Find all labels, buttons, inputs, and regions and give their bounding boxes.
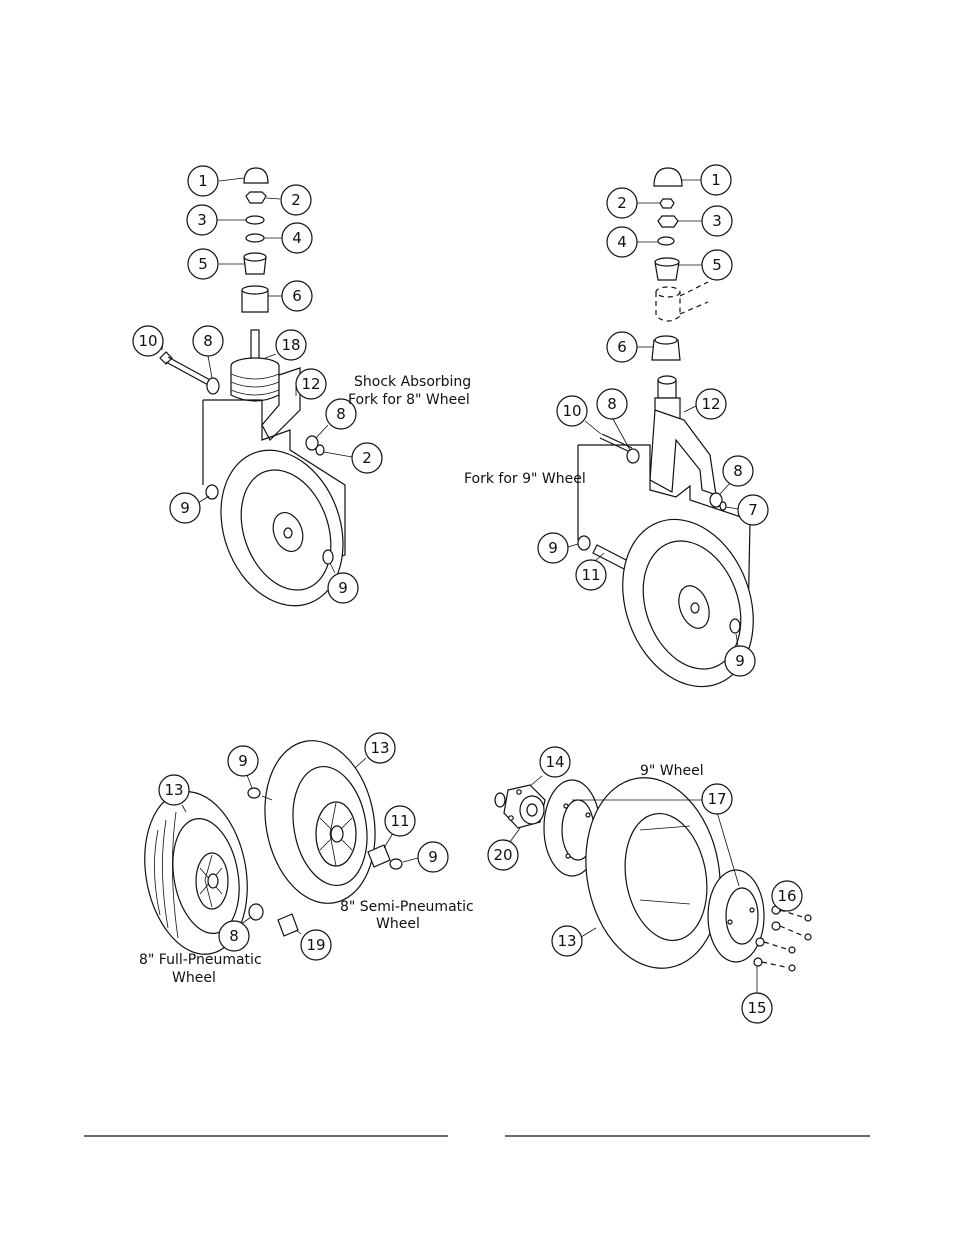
callout-8: 8: [229, 927, 239, 945]
shock-fork-caption-line1: Shock Absorbing: [354, 374, 471, 390]
callout-3: 3: [197, 211, 207, 229]
wheels-8in-assembly: [144, 740, 403, 955]
callout-9: 9: [428, 848, 438, 866]
fork-plate: [203, 399, 346, 561]
wheel-9in: [622, 518, 754, 688]
callout-8: 8: [203, 332, 213, 350]
callout-9: 9: [338, 579, 348, 597]
bushing-part: [277, 913, 299, 937]
callout-5: 5: [198, 255, 208, 273]
washer-part: [657, 236, 675, 246]
callout-16: 16: [777, 887, 796, 905]
fork-arm: [261, 367, 301, 441]
callout-10: 10: [138, 332, 157, 350]
callout-2: 2: [617, 194, 627, 212]
callout-9: 9: [735, 652, 745, 670]
wheel-9in-caption: 9" Wheel: [640, 763, 704, 779]
callout-10: 10: [562, 402, 581, 420]
callout-11: 11: [581, 566, 600, 584]
tire-part: [585, 777, 721, 969]
callout-9: 9: [180, 499, 190, 517]
callout-2: 2: [291, 191, 301, 209]
semi-pneumatic-caption-line1: 8" Semi-Pneumatic: [340, 899, 474, 915]
full-pneumatic-caption-line1: 8" Full-Pneumatic: [139, 952, 262, 968]
wheel-8in: [220, 449, 344, 607]
fork-9in-callouts: 1 2 3 4 5 6 10 8 12 8 7 9 11 9: [537, 164, 769, 677]
cap-part: [653, 167, 683, 187]
fork-9in-caption: Fork for 9" Wheel: [464, 471, 586, 487]
wheel-9in-exploded: [494, 777, 812, 972]
shock-fork-assembly: [159, 167, 346, 607]
callout-19: 19: [306, 936, 325, 954]
wheels-8in-callouts: 13 9 13 11 9 8 19: [158, 732, 449, 961]
fork-arm: [649, 409, 717, 496]
nut-part: [659, 198, 675, 209]
shock-fork-caption-line2: Fork for 8" Wheel: [348, 392, 470, 408]
cap-part: [243, 167, 269, 184]
callout-13: 13: [164, 781, 183, 799]
callout-8: 8: [607, 395, 617, 413]
callout-20: 20: [493, 846, 512, 864]
callout-4: 4: [292, 229, 302, 247]
fork-9in-assembly: [577, 167, 754, 688]
semi-pneumatic-caption-line2: Wheel: [376, 916, 420, 932]
nut-part: [657, 215, 679, 228]
callout-1: 1: [198, 172, 208, 190]
callout-4: 4: [617, 233, 627, 251]
nut-part: [245, 191, 267, 204]
rim-half-right: [707, 869, 765, 963]
wheel-semi-pneumatic: [264, 740, 376, 904]
axle-part: [367, 844, 391, 868]
callout-3: 3: [712, 212, 722, 230]
callout-5: 5: [712, 256, 722, 274]
callout-9: 9: [548, 539, 558, 557]
callout-12: 12: [701, 395, 720, 413]
callout-13: 13: [557, 932, 576, 950]
callout-7: 7: [748, 501, 758, 519]
shock-fork-callouts: 1 2 3 4 5 6 10 8 18 12 8 2 9 9: [132, 165, 383, 604]
callout-6: 6: [617, 338, 627, 356]
callout-17: 17: [707, 790, 726, 808]
callout-2: 2: [362, 449, 372, 467]
callout-9: 9: [238, 752, 248, 770]
callout-6: 6: [292, 287, 302, 305]
callout-14: 14: [545, 753, 564, 771]
callout-11: 11: [390, 812, 409, 830]
callout-8: 8: [336, 405, 346, 423]
callout-1: 1: [711, 171, 721, 189]
full-pneumatic-caption-line2: Wheel: [172, 970, 216, 986]
callout-18: 18: [281, 336, 300, 354]
spacer-dashed: [655, 292, 681, 322]
callout-8: 8: [733, 462, 743, 480]
washer-part: [245, 215, 265, 225]
callout-12: 12: [301, 375, 320, 393]
washer-part: [245, 233, 265, 243]
callout-15: 15: [747, 999, 766, 1017]
callout-13: 13: [370, 739, 389, 757]
bolt-part: [159, 351, 173, 365]
wheel-9in-callouts: 14 17 20 13 16 15: [487, 746, 803, 1024]
